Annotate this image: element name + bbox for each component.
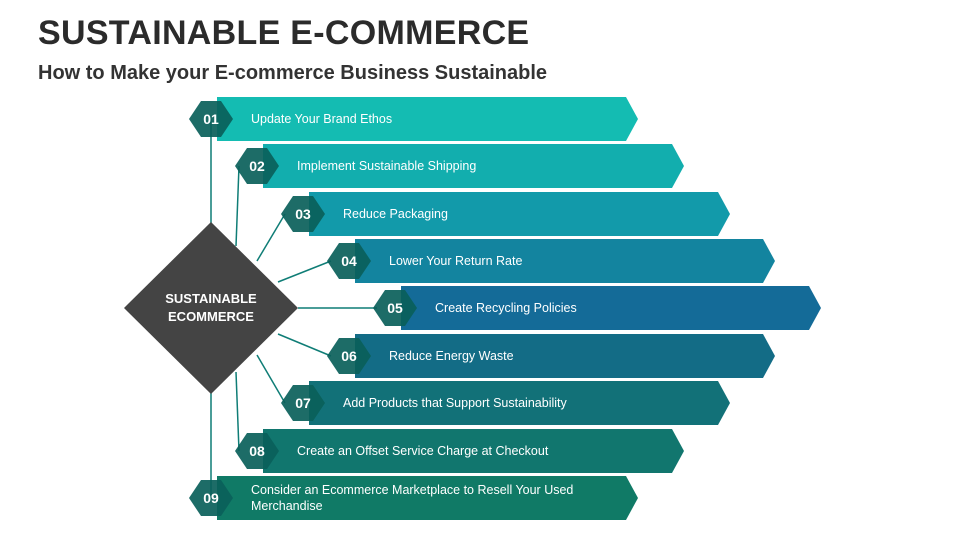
number-badge-02 [235, 148, 279, 184]
connector-line [277, 260, 332, 283]
step-arrow-06 [355, 334, 775, 378]
step-arrow-02 [263, 144, 684, 188]
connector-line [256, 213, 286, 262]
connector-line [235, 165, 240, 247]
step-arrow-09 [217, 476, 638, 520]
step-label: Implement Sustainable Shipping [297, 159, 477, 173]
connector-line [235, 371, 240, 452]
page-title: SUSTAINABLE E-COMMERCE [38, 14, 530, 52]
step-arrow-04 [355, 239, 775, 283]
step-arrow-03 [309, 192, 730, 236]
connector-line [256, 354, 286, 404]
arrows [217, 97, 821, 520]
step-number: 06 [341, 348, 357, 364]
center-label-line1: SUSTAINABLE [165, 291, 257, 306]
center-diamond [124, 222, 298, 394]
step-number: 08 [249, 443, 265, 459]
step-label: Create Recycling Policies [435, 301, 577, 315]
step-number: 04 [341, 253, 357, 269]
number-badge-08 [235, 433, 279, 469]
step-number: 09 [203, 490, 219, 506]
step-label: Create an Offset Service Charge at Check… [297, 444, 549, 458]
connector-line [277, 333, 332, 357]
step-arrow-05 [401, 286, 821, 330]
number-badge-09 [189, 480, 233, 516]
step-number: 01 [203, 111, 219, 127]
step-label: Add Products that Support Sustainability [343, 396, 567, 410]
page-subtitle: How to Make your E-commerce Business Sus… [38, 62, 548, 84]
number-badge-05 [373, 290, 417, 326]
number-badge-01 [189, 101, 233, 137]
step-label: Consider an Ecommerce Marketplace to Res… [251, 483, 574, 513]
step-number: 02 [249, 158, 265, 174]
number-badge-04 [327, 243, 371, 279]
step-label: Update Your Brand Ethos [251, 112, 393, 126]
step-number: 05 [387, 300, 403, 316]
step-arrow-08 [263, 429, 684, 473]
center-label: SUSTAINABLE ECOMMERCE [146, 290, 276, 326]
step-number: 07 [295, 395, 311, 411]
step-number: 03 [295, 206, 311, 222]
step-arrow-07 [309, 381, 730, 425]
step-label: Reduce Energy Waste [389, 349, 514, 363]
step-label: Reduce Packaging [343, 207, 448, 221]
number-badge-03 [281, 196, 325, 232]
number-badges [189, 101, 417, 516]
number-badge-07 [281, 385, 325, 421]
number-badge-06 [327, 338, 371, 374]
center-label-line2: ECOMMERCE [168, 309, 254, 324]
step-arrow-01 [217, 97, 638, 141]
step-label: Lower Your Return Rate [389, 254, 523, 268]
